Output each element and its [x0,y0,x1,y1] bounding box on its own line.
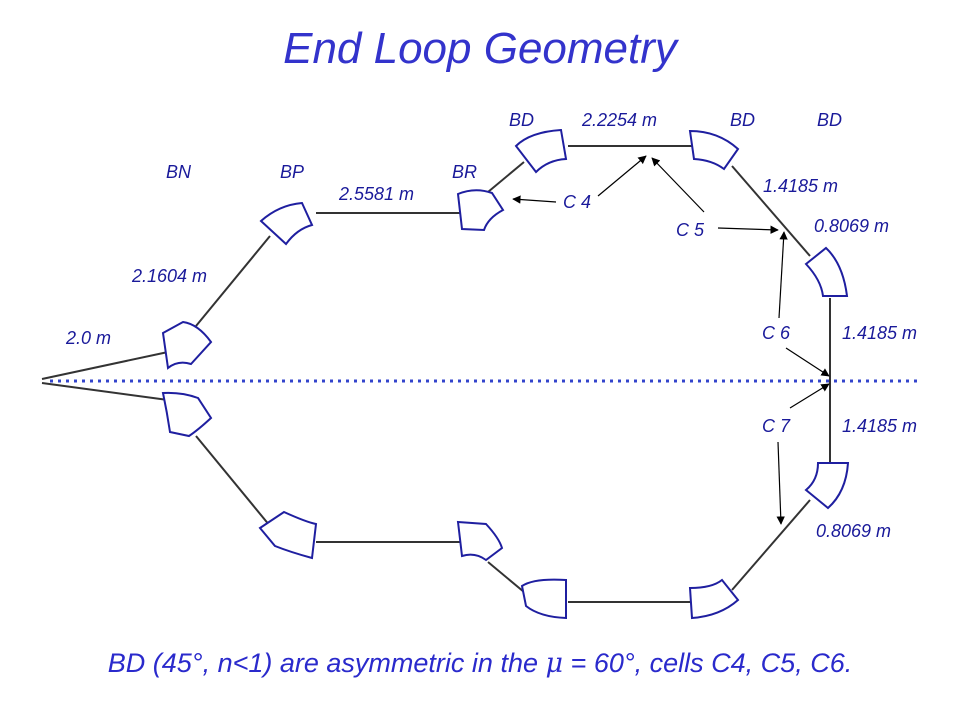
drift-2-1604 [195,235,271,327]
label-bd-2: BD [730,110,756,130]
caption-prefix: BD (45°, n<1) are asymmetric in the [107,648,546,678]
drift-lower-1 [195,435,271,527]
arrow-c6-up [778,231,788,319]
drift-lower-5 [731,499,811,591]
magnets [161,128,850,620]
label-bn: BN [166,162,192,182]
arrow-c5-up [651,157,705,213]
cell-c4: C 4 [563,192,592,212]
magnet-bn-lower [161,391,213,438]
label-bd-1: BD [509,110,535,130]
distance-0-8069-top: 0.8069 m [814,216,890,236]
distance-1-4185-mid-upper: 1.4185 m [842,323,918,343]
label-br: BR [452,162,478,182]
distance-2-1604: 2.1604 m [132,266,208,286]
magnet-bp-lower [258,510,318,560]
distance-0-8069-bottom: 0.8069 m [816,521,892,541]
drift-br-bd [487,161,525,193]
pointer-arrows [512,155,830,525]
slide-title: End Loop Geometry [283,24,677,73]
magnet-br-upper [456,189,505,232]
caption-suffix: = 60°, cells C4, C5, C6. [563,648,853,678]
magnet-bd-1-upper [514,128,568,174]
arrow-c7-up [789,383,830,409]
arrow-c5-right [717,225,779,234]
arrow-c4 [512,195,557,204]
distance-2-2254: 2.2254 m [582,110,658,130]
magnet-bd-1-lower [520,578,567,620]
drift-lower-3 [487,561,525,593]
distance-1-4185-mid-lower: 1.4185 m [842,416,918,436]
label-bp: BP [280,162,305,182]
incoming-line-upper [41,351,169,380]
caption: BD (45°, n<1) are asymmetric in the μ = … [0,648,960,679]
lower-drifts [195,381,831,603]
cell-c7: C 7 [762,416,791,436]
label-bd-3: BD [817,110,843,130]
magnet-bd-2-upper [688,129,740,171]
cell-c5: C 5 [676,220,705,240]
magnet-bp-upper [259,201,314,246]
magnet-bd-2-lower [688,578,740,620]
upper-drifts [195,145,831,381]
arrow-c6-down [785,347,830,377]
drift-1-4185-diagonal [731,165,811,257]
magnet-bn-upper [161,320,213,370]
arrow-c7-down [776,441,785,525]
incoming-line-lower [41,382,169,401]
cell-c6: C 6 [762,323,791,343]
arrow-c4-c5 [597,155,647,197]
distance-2-5581: 2.5581 m [339,184,415,204]
magnet-bd-3-upper [804,246,849,297]
magnet-bd-3-lower [804,462,850,510]
distance-2-0: 2.0 m [66,328,112,348]
distance-1-4185-top: 1.4185 m [763,176,839,196]
caption-mu: μ [545,648,564,679]
magnet-br-lower [456,520,504,562]
